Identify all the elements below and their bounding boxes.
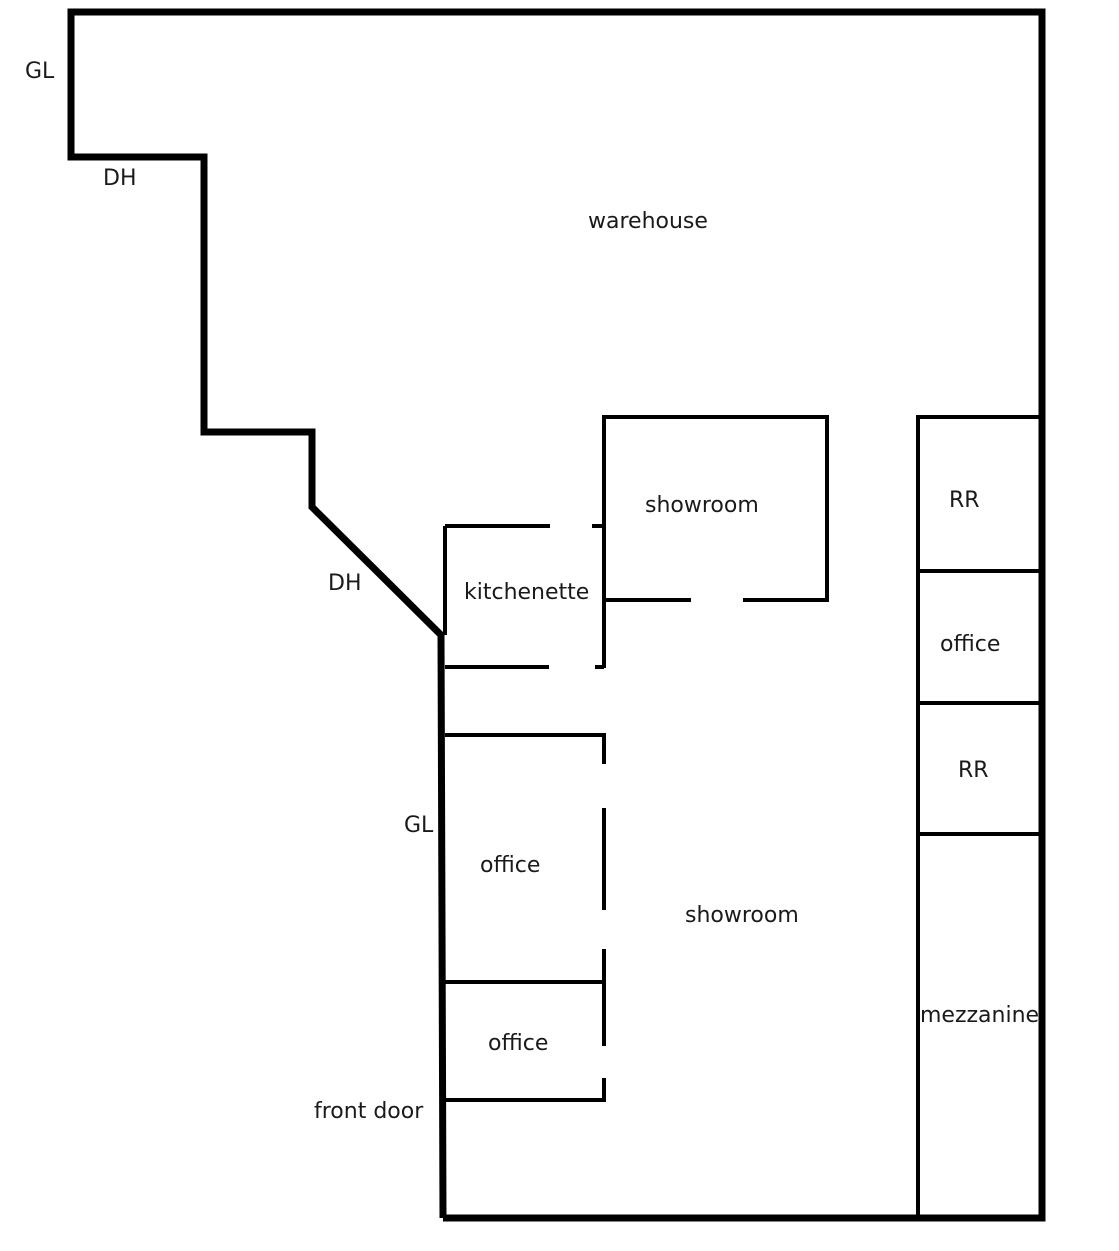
office-right-label: office bbox=[940, 632, 1000, 657]
gl-label-left: GL bbox=[404, 813, 434, 838]
right-rooms-walls bbox=[916, 415, 1040, 1218]
dh-label-diag: DH bbox=[328, 571, 361, 596]
left-office-walls bbox=[445, 733, 606, 1102]
kitchenette-walls bbox=[443, 524, 606, 669]
rr-upper-label: RR bbox=[949, 488, 980, 513]
warehouse-label: warehouse bbox=[588, 209, 708, 234]
mezzanine-label: mezzanine bbox=[920, 1003, 1039, 1028]
dh-label-top: DH bbox=[103, 166, 136, 191]
showroom-main-label: showroom bbox=[685, 903, 799, 928]
kitchenette-label: kitchenette bbox=[464, 580, 589, 605]
rr-lower-label: RR bbox=[958, 758, 989, 783]
office-left-upper-label: office bbox=[480, 853, 540, 878]
gl-label-top: GL bbox=[25, 59, 55, 84]
office-left-lower-label: office bbox=[488, 1031, 548, 1056]
showroom-upper-label: showroom bbox=[645, 493, 759, 518]
front-door-label: front door bbox=[314, 1099, 424, 1124]
exterior-wall bbox=[67, 8, 1046, 1222]
upper-showroom-walls bbox=[602, 415, 829, 602]
